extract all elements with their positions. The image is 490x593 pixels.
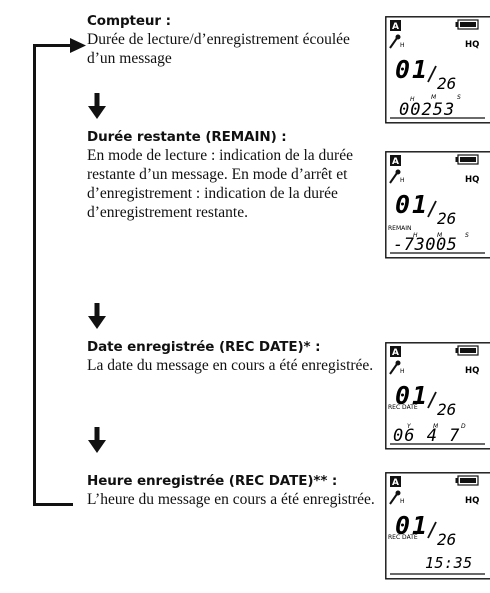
folder-box-icon	[390, 20, 401, 31]
battery-icon	[455, 475, 479, 486]
step-description: En mode de lecture : indication de la du…	[87, 147, 353, 221]
total-messages: 26	[437, 400, 456, 419]
lcd-display-rec-date: A H HQ 01 26 REC DATE Y M D 06 4 7	[385, 342, 490, 450]
mic-sensitivity-icon: H	[389, 34, 405, 49]
message-number: 01	[395, 55, 429, 84]
step-description: L’heure du message en cours a été enregi…	[87, 491, 375, 508]
step-remain: Durée restante (REMAIN) : En mode de lec…	[87, 128, 382, 222]
arrow-down-icon	[88, 93, 106, 119]
svg-text:M: M	[431, 94, 437, 101]
battery-icon	[455, 154, 479, 165]
mic-sensitivity-icon: H	[389, 360, 405, 375]
message-number: 01	[395, 381, 429, 410]
lcd-display-counter: A H HQ 01 26 H M S 00253	[385, 16, 490, 124]
total-messages: 26	[437, 209, 456, 228]
svg-text:Y: Y	[407, 423, 412, 430]
loop-arrow-right-icon	[70, 38, 86, 53]
date-readout: 06 4 7	[393, 426, 460, 446]
folder-box-icon	[390, 476, 401, 487]
time-readout: 15:35	[425, 554, 473, 572]
svg-text:A: A	[392, 478, 399, 488]
svg-text:HQ: HQ	[465, 175, 479, 185]
mode-label: REMAIN	[388, 225, 412, 232]
arrow-down-icon	[88, 427, 106, 453]
step-title: Durée restante (REMAIN) :	[87, 129, 287, 145]
arrow-down-icon	[88, 303, 106, 329]
step-description: Durée de lecture/d’enregistrement écoulé…	[87, 31, 350, 67]
folder-box-icon	[390, 346, 401, 357]
message-number: 01	[395, 190, 429, 219]
step-title: Heure enregistrée (REC DATE)** :	[87, 473, 338, 489]
total-messages: 26	[437, 74, 456, 93]
svg-text:H: H	[400, 368, 405, 375]
svg-text:D: D	[461, 423, 466, 430]
step-description: La date du message en cours a été enregi…	[87, 357, 374, 374]
step-rec-date: Date enregistrée (REC DATE)* : La date d…	[87, 338, 382, 375]
svg-text:A: A	[392, 22, 399, 32]
mode-label: REC DATE	[388, 534, 418, 541]
step-title: Date enregistrée (REC DATE)* :	[87, 339, 321, 355]
step-rec-time: Heure enregistrée (REC DATE)** : L’heure…	[87, 472, 382, 509]
total-messages: 26	[437, 530, 456, 549]
lcd-display-rec-time: A H HQ 01 26 REC DATE 15:35	[385, 472, 490, 580]
step-title: Compteur :	[87, 13, 171, 29]
svg-text:H: H	[410, 96, 415, 103]
svg-text:HQ: HQ	[465, 40, 479, 50]
loop-bottom-line	[33, 503, 73, 506]
svg-text:HQ: HQ	[465, 496, 479, 506]
svg-text:A: A	[392, 157, 399, 167]
lcd-display-remain: A H HQ 01 26 REMAIN H M S -73005	[385, 151, 490, 259]
svg-text:S: S	[465, 232, 469, 239]
svg-text:A: A	[392, 348, 399, 358]
loop-vertical-line	[33, 44, 36, 506]
svg-text:M: M	[433, 423, 439, 430]
svg-text:H: H	[400, 498, 405, 505]
svg-text:H: H	[413, 232, 418, 239]
folder-box-icon	[390, 155, 401, 166]
svg-text:H: H	[400, 42, 405, 49]
mic-sensitivity-icon: H	[389, 169, 405, 184]
mic-sensitivity-icon: H	[389, 490, 405, 505]
battery-icon	[455, 19, 479, 30]
svg-text:HQ: HQ	[465, 366, 479, 376]
time-readout: 00253	[399, 100, 455, 120]
svg-text:M: M	[437, 232, 443, 239]
loop-top-line	[33, 44, 73, 47]
svg-text:S: S	[457, 94, 461, 101]
svg-text:H: H	[400, 177, 405, 184]
battery-icon	[455, 345, 479, 356]
step-counter: Compteur : Durée de lecture/d’enregistre…	[87, 12, 382, 68]
mode-label: REC DATE	[388, 404, 418, 411]
message-number: 01	[395, 511, 429, 540]
time-readout: -73005	[393, 235, 457, 255]
